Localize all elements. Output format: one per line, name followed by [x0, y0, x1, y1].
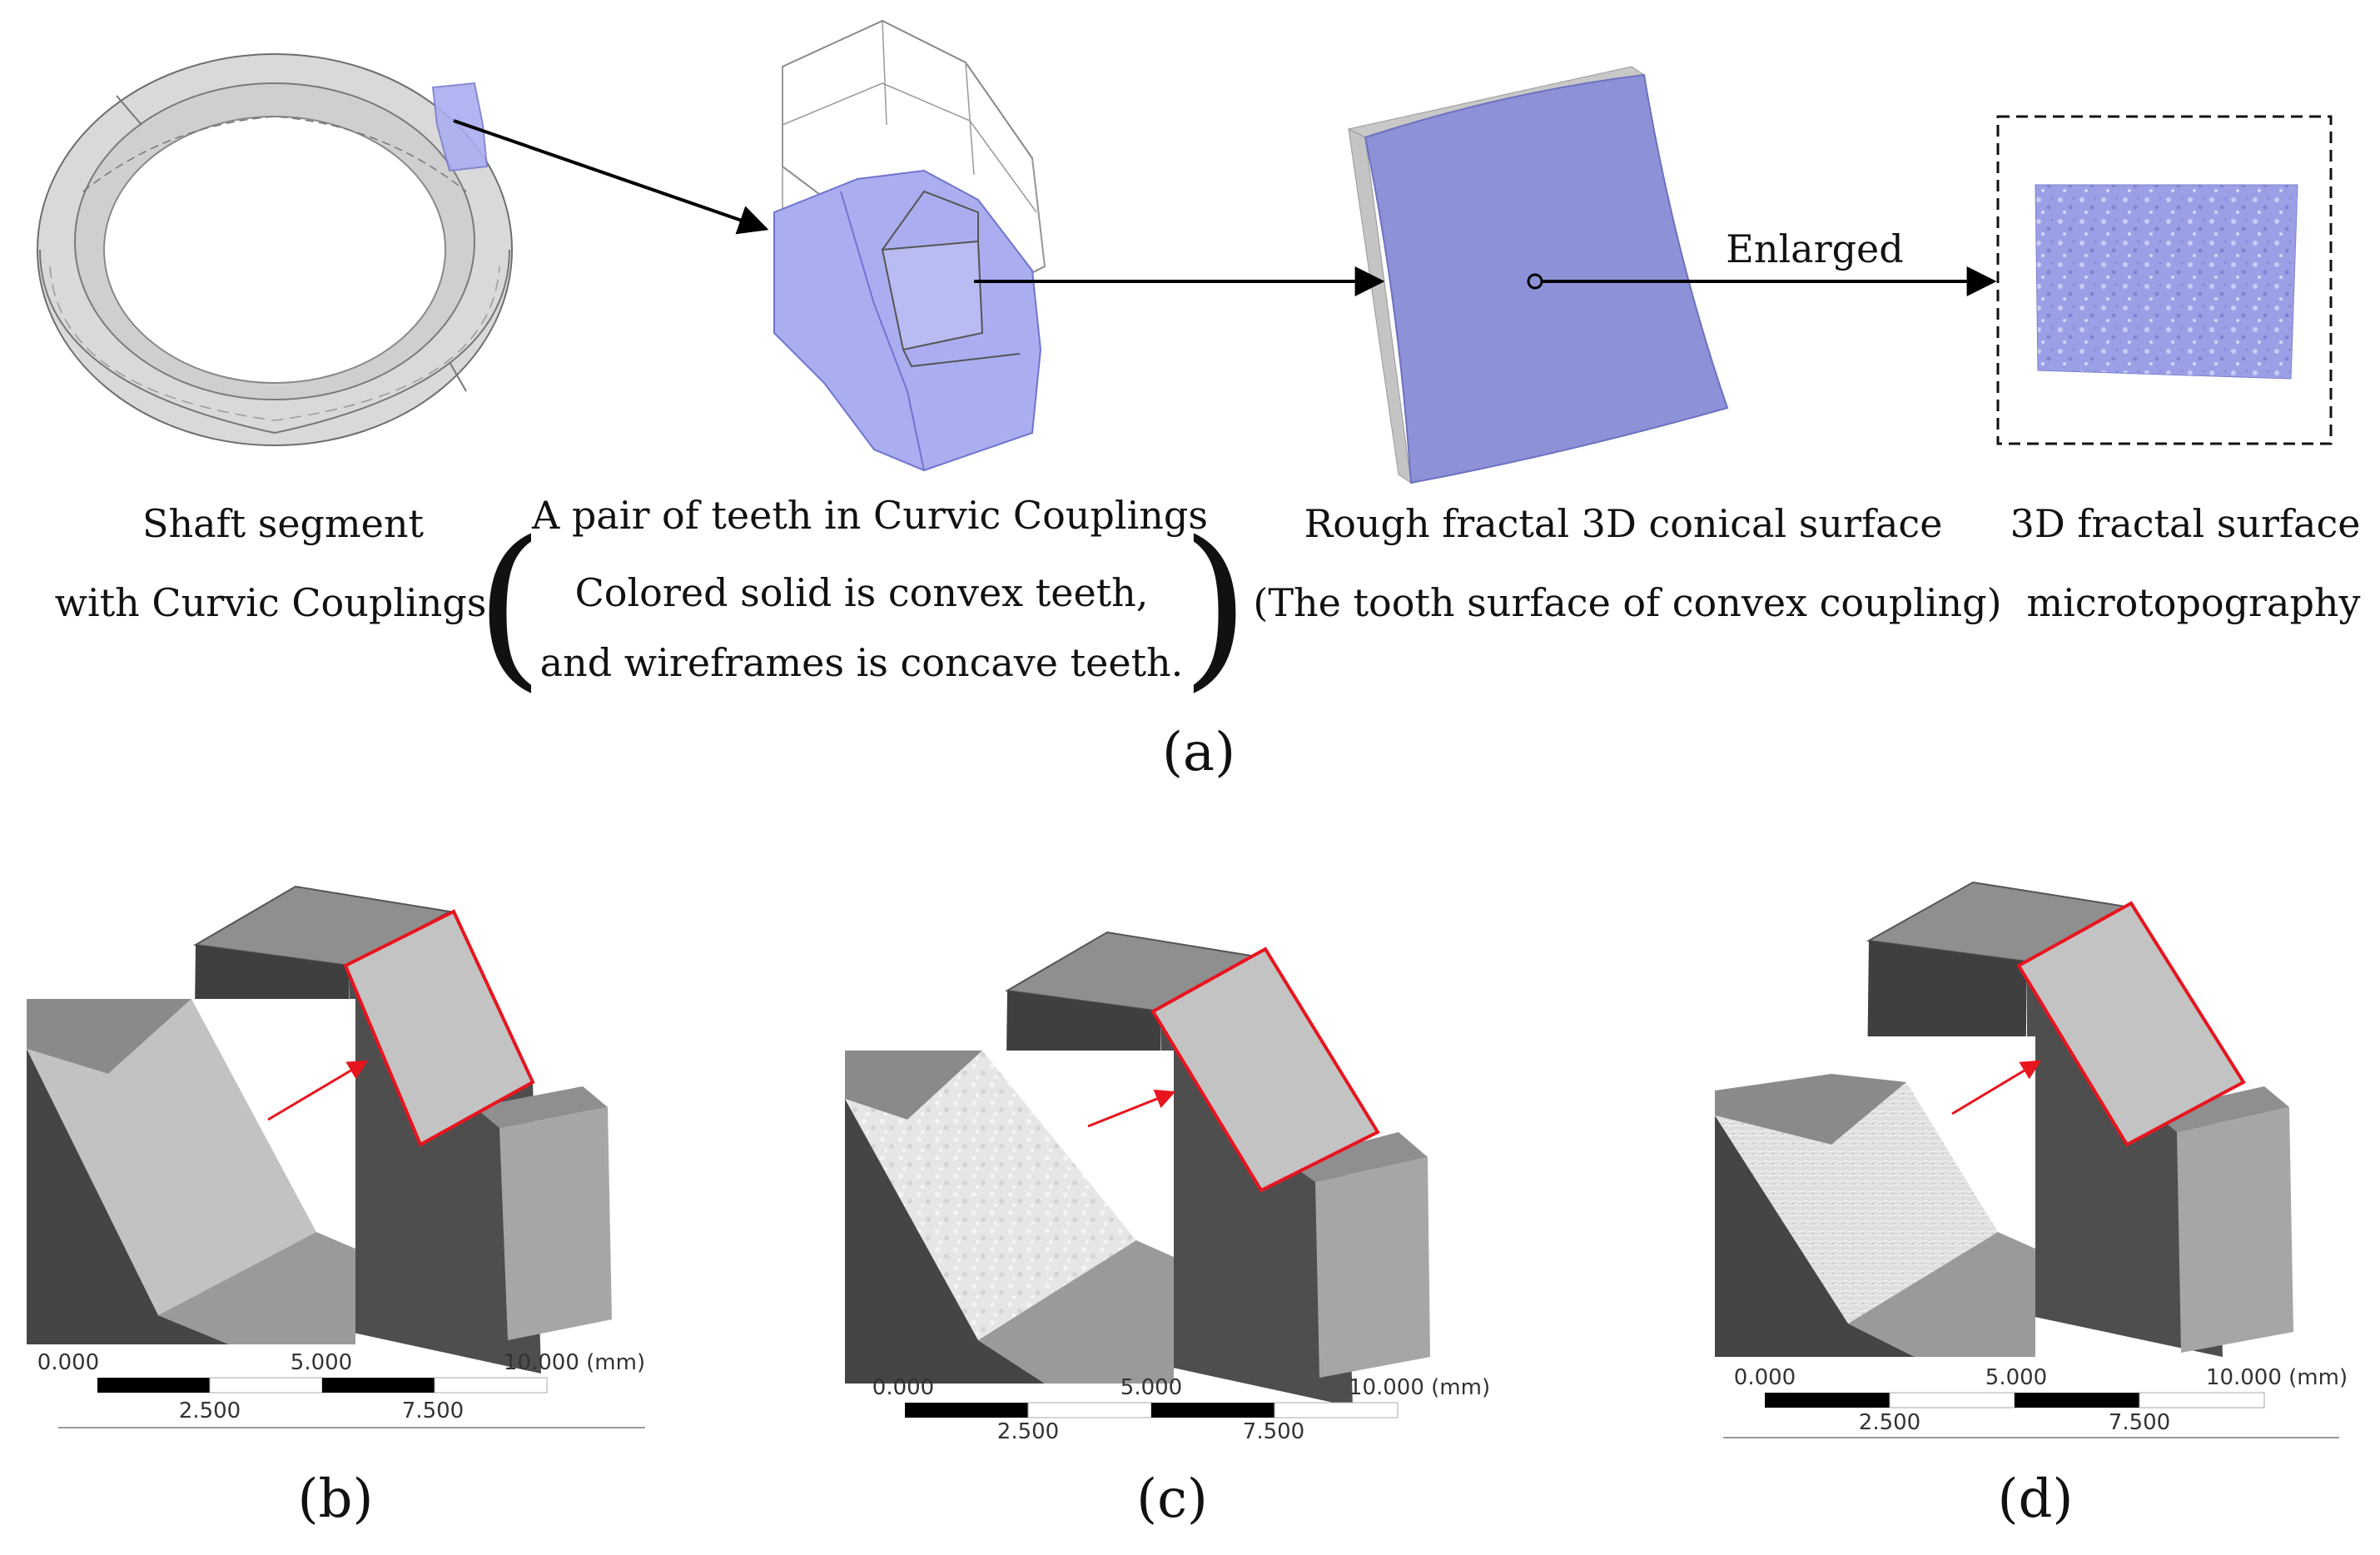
teeth-title: A pair of teeth in Curvic Couplings — [531, 493, 1208, 538]
shaft-label-line2: with Curvic Couplings — [55, 580, 487, 625]
panel-d-caption: (d) — [1998, 1468, 2074, 1530]
panel-b-zoom-arrow — [267, 1060, 369, 1121]
panel-c: 0.000 5.000 10.000 (mm) 2.500 7.500 (c) — [845, 931, 1490, 1530]
panel-d-teeth-model — [1865, 881, 2293, 1357]
panel-c-zoom-arrow — [1087, 1089, 1176, 1128]
panel-c-caption: (c) — [1136, 1468, 1208, 1530]
panel-d-tick-25: 2.500 — [1859, 1410, 1920, 1435]
panel-d-tooth-face — [2016, 901, 2246, 1147]
teeth-paren-line2: and wireframes is concave teeth. — [540, 640, 1184, 685]
panel-d-inset — [1715, 1036, 2035, 1357]
panel-c-tooth-face — [1150, 946, 1380, 1193]
panel-c-tick-25: 2.500 — [997, 1419, 1059, 1444]
teeth-paren-line1: Colored solid is convex teeth, — [575, 570, 1149, 615]
panel-a: Enlarged Shaft segment with Curvic Coupl… — [37, 19, 2361, 783]
shaft-label-line1: Shaft segment — [142, 501, 424, 546]
panel-d-tick-75: 7.500 — [2109, 1410, 2170, 1435]
panel-b-tick-25: 2.500 — [179, 1399, 241, 1423]
panel-b-scale-bar: 0.000 5.000 10.000 (mm) 2.500 7.500 — [37, 1350, 645, 1428]
teeth-pair-illustration — [773, 19, 1046, 472]
panel-d-tick-10: 10.000 (mm) — [2206, 1365, 2348, 1390]
panel-b-tooth-face — [343, 909, 535, 1147]
panel-b: 0.000 5.000 10.000 (mm) 2.500 7.500 (b) — [27, 885, 645, 1530]
shaft-ring-illustration — [37, 53, 513, 446]
rough-label-line2: (The tooth surface of convex coupling) — [1253, 580, 2001, 625]
panel-c-tick-10: 10.000 (mm) — [1349, 1375, 1490, 1400]
panel-a-caption: (a) — [1162, 722, 1235, 783]
rough-conical-surface-illustration — [1347, 66, 1729, 484]
panel-b-tick-5: 5.000 — [291, 1350, 352, 1375]
panel-c-inset — [845, 1051, 1174, 1384]
fractal-microtopography-inset — [1996, 115, 2333, 445]
panel-b-inset — [27, 999, 355, 1344]
panel-c-scale-bar: 0.000 5.000 10.000 (mm) 2.500 7.500 — [872, 1375, 1490, 1444]
panel-c-tick-75: 7.500 — [1243, 1419, 1304, 1444]
rough-label-line1: Rough fractal 3D conical surface — [1304, 501, 1943, 546]
teeth-paren-open: ( — [475, 504, 544, 708]
panel-b-tick-75: 7.500 — [402, 1399, 464, 1423]
fractal-label-line2: microtopography — [2026, 580, 2360, 625]
panel-d: 0.000 5.000 10.000 (mm) 2.500 7.500 (d) — [1715, 881, 2348, 1530]
panel-b-tick-0: 0.000 — [37, 1350, 99, 1375]
panel-c-tick-0: 0.000 — [872, 1375, 934, 1400]
enlarged-label: Enlarged — [1726, 226, 1903, 271]
teeth-paren-close: ) — [1181, 504, 1250, 708]
panel-b-tick-10: 10.000 (mm) — [504, 1350, 645, 1375]
panel-d-tick-5: 5.000 — [1985, 1365, 2047, 1390]
fractal-label-line1: 3D fractal surface — [2010, 501, 2361, 546]
panel-c-tick-5: 5.000 — [1120, 1375, 1182, 1400]
panel-d-zoom-arrow — [1951, 1060, 2042, 1115]
panel-d-tick-0: 0.000 — [1734, 1365, 1796, 1390]
panel-d-scale-bar: 0.000 5.000 10.000 (mm) 2.500 7.500 — [1723, 1365, 2348, 1438]
panel-b-caption: (b) — [298, 1468, 374, 1530]
panel-a-arrows — [453, 119, 1997, 296]
